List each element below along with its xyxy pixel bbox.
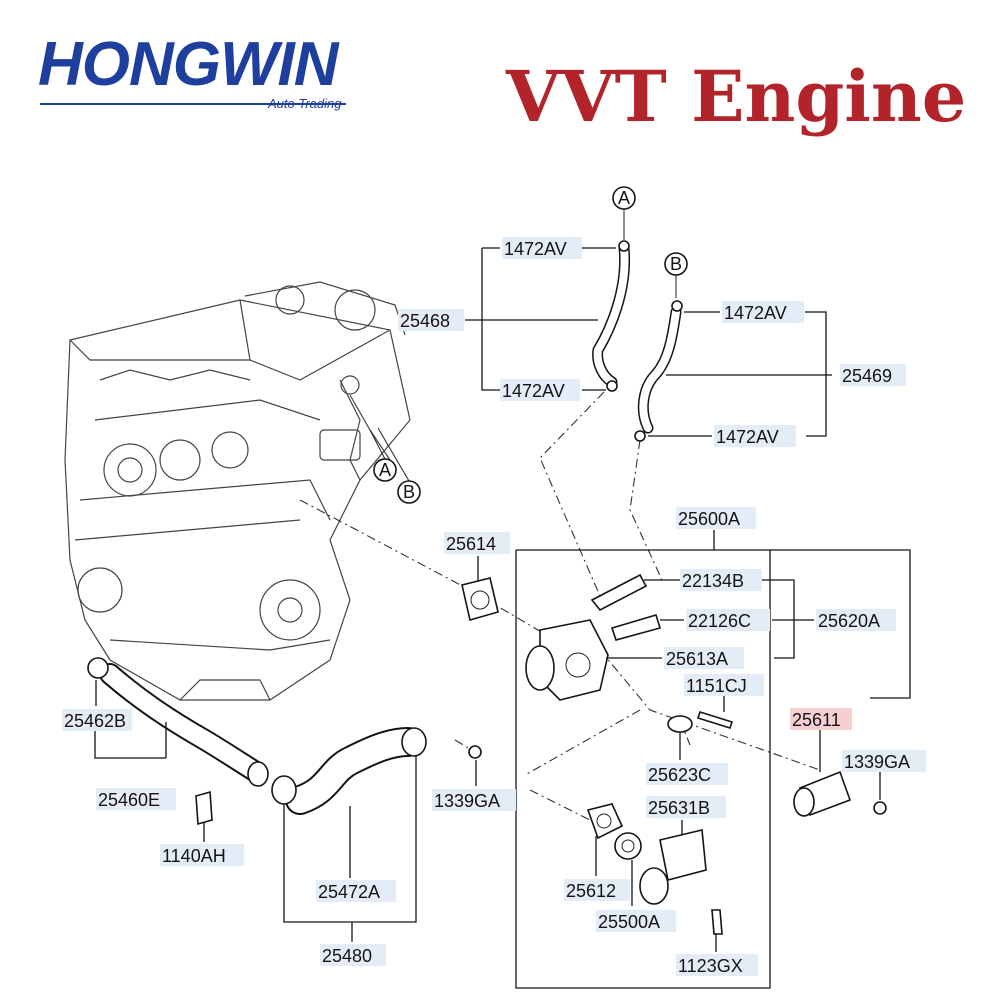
label-25623C: 25623C: [646, 763, 728, 785]
svg-text:25600A: 25600A: [678, 509, 740, 529]
thermostat-25500A: [614, 832, 642, 860]
label-1472AV-3: 1472AV: [722, 301, 804, 323]
label-1151CJ: 1151CJ: [684, 674, 764, 696]
svg-text:25480: 25480: [322, 946, 372, 966]
label-25631B: 25631B: [646, 796, 726, 818]
engine-block-drawing: [64, 281, 411, 701]
brand-name: HONGWIN: [38, 30, 339, 99]
housing-25631B: [639, 829, 707, 905]
hose-25460E: [99, 663, 267, 783]
svg-text:25631B: 25631B: [648, 798, 710, 818]
svg-text:1472AV: 1472AV: [716, 427, 779, 447]
svg-text:22134B: 22134B: [682, 571, 744, 591]
svg-text:A: A: [379, 460, 391, 480]
label-25469: 25469: [840, 364, 906, 386]
label-25611: 25611: [790, 708, 852, 730]
label-25600A: 25600A: [676, 507, 756, 529]
label-25620A: 25620A: [816, 609, 896, 631]
hose-25472A: [285, 727, 423, 815]
label-25468: 25468: [398, 309, 464, 331]
svg-text:25472A: 25472A: [318, 882, 380, 902]
label-1140AH: 1140AH: [160, 844, 244, 866]
part-labels: 1472AV 25468 1472AV 1472AV 25469 1472AV …: [62, 237, 926, 976]
svg-text:25614: 25614: [446, 534, 496, 554]
label-25613A: 25613A: [664, 647, 744, 669]
hose-25469: [637, 306, 682, 434]
label-25460E: 25460E: [96, 788, 176, 810]
marker-a-top: A: [612, 186, 636, 210]
svg-text:1123GX: 1123GX: [678, 956, 743, 976]
brand-logo: HONGWIN Auto Trading: [38, 30, 368, 120]
label-1339GA-right: 1339GA: [842, 750, 926, 772]
label-25462B: 25462B: [62, 709, 132, 731]
svg-text:1140AH: 1140AH: [162, 846, 226, 866]
svg-text:25460E: 25460E: [98, 790, 160, 810]
svg-text:25500A: 25500A: [598, 912, 660, 932]
svg-text:1339GA: 1339GA: [434, 791, 500, 811]
svg-text:1472AV: 1472AV: [502, 381, 565, 401]
svg-text:25611: 25611: [792, 710, 841, 730]
svg-text:1339GA: 1339GA: [844, 752, 910, 772]
label-22126C: 22126C: [686, 609, 770, 631]
marker-a-engine: A: [373, 458, 397, 482]
label-1472AV-4: 1472AV: [714, 425, 796, 447]
svg-text:A: A: [618, 188, 630, 208]
svg-text:1472AV: 1472AV: [724, 303, 787, 323]
label-1472AV-2: 1472AV: [500, 379, 580, 401]
label-25472A: 25472A: [316, 880, 396, 902]
water-outlet-fitting: [525, 573, 662, 701]
svg-text:22126C: 22126C: [688, 611, 751, 631]
svg-text:25469: 25469: [842, 366, 892, 386]
marker-b-top: B: [664, 252, 688, 276]
leader-lines: [94, 247, 881, 952]
label-22134B: 22134B: [680, 569, 762, 591]
fitting-25611: [793, 770, 852, 817]
label-25480: 25480: [320, 944, 386, 966]
label-1123GX: 1123GX: [676, 954, 758, 976]
svg-text:25613A: 25613A: [666, 649, 728, 669]
marker-b-engine: B: [397, 480, 421, 504]
svg-text:B: B: [403, 482, 415, 502]
label-25612: 25612: [564, 879, 630, 901]
hose-25468: [592, 242, 631, 388]
svg-text:1472AV: 1472AV: [504, 239, 567, 259]
label-1339GA-left: 1339GA: [432, 789, 516, 811]
gasket-25612: [586, 803, 624, 840]
gasket-25614: [461, 577, 499, 622]
svg-text:25620A: 25620A: [818, 611, 880, 631]
svg-text:1151CJ: 1151CJ: [686, 676, 747, 696]
svg-text:25623C: 25623C: [648, 765, 711, 785]
svg-text:25612: 25612: [566, 881, 616, 901]
label-1472AV-1: 1472AV: [502, 237, 582, 259]
page-title: VVT Engine: [506, 55, 967, 138]
svg-text:25462B: 25462B: [64, 711, 126, 731]
svg-text:B: B: [670, 254, 682, 274]
label-25614: 25614: [444, 532, 510, 554]
label-25500A: 25500A: [596, 910, 676, 932]
svg-text:25468: 25468: [400, 311, 450, 331]
